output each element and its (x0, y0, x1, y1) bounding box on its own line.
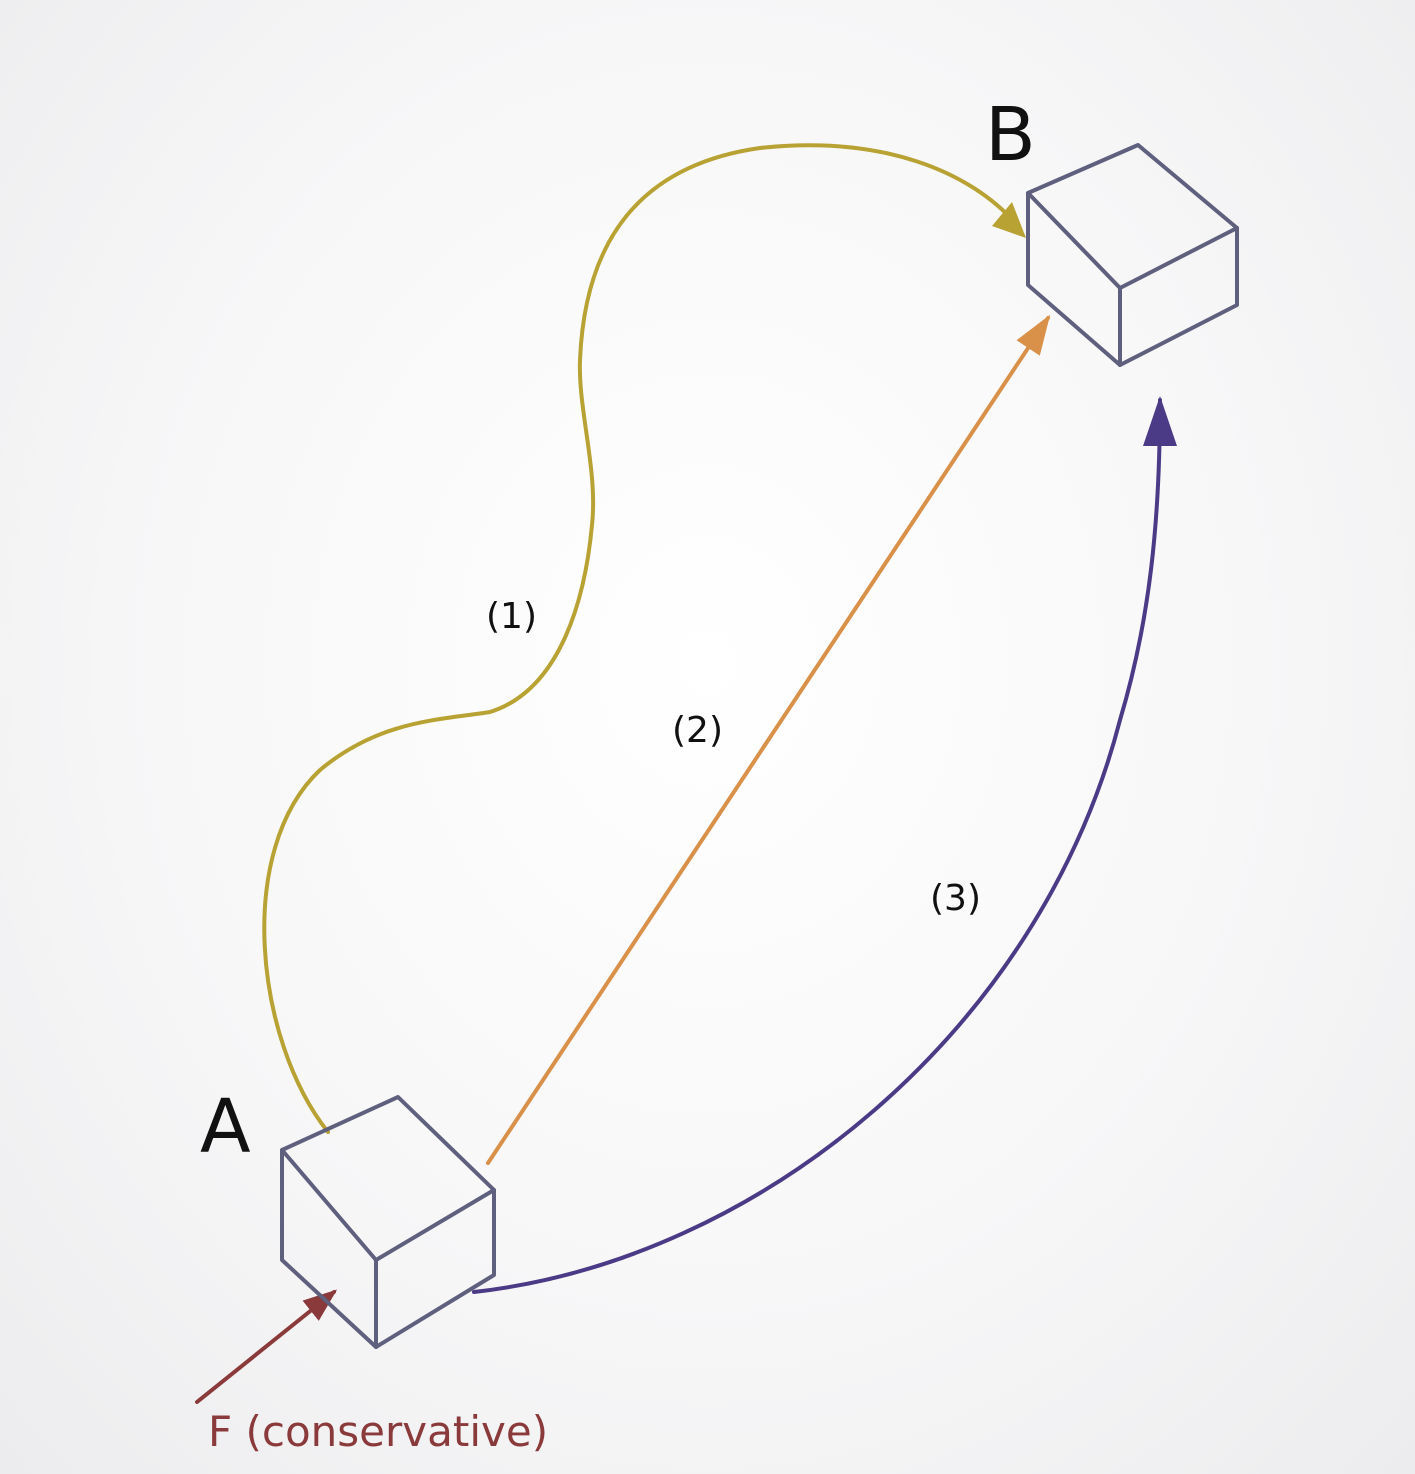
path-1-arrowhead (992, 202, 1026, 238)
force-label: F (conservative) (208, 1407, 548, 1456)
point-a-label: A (200, 1084, 251, 1170)
cube-b-outline (1026, 143, 1239, 367)
cube-b (1026, 143, 1239, 367)
path-3-label: (3) (930, 878, 981, 919)
cube-a (280, 1095, 496, 1349)
path-2-label: (2) (672, 710, 723, 751)
cube-a-top-edge (280, 1148, 496, 1262)
path-3-curve (472, 396, 1177, 1294)
path-2-line (486, 314, 1051, 1165)
path-1-label: (1) (486, 596, 537, 637)
force-arrow (195, 1289, 338, 1404)
cube-b-top-edge (1026, 191, 1239, 290)
point-b-label: B (985, 92, 1036, 178)
cube-a-outline (280, 1095, 496, 1349)
path-1-curve (262, 143, 1020, 1134)
